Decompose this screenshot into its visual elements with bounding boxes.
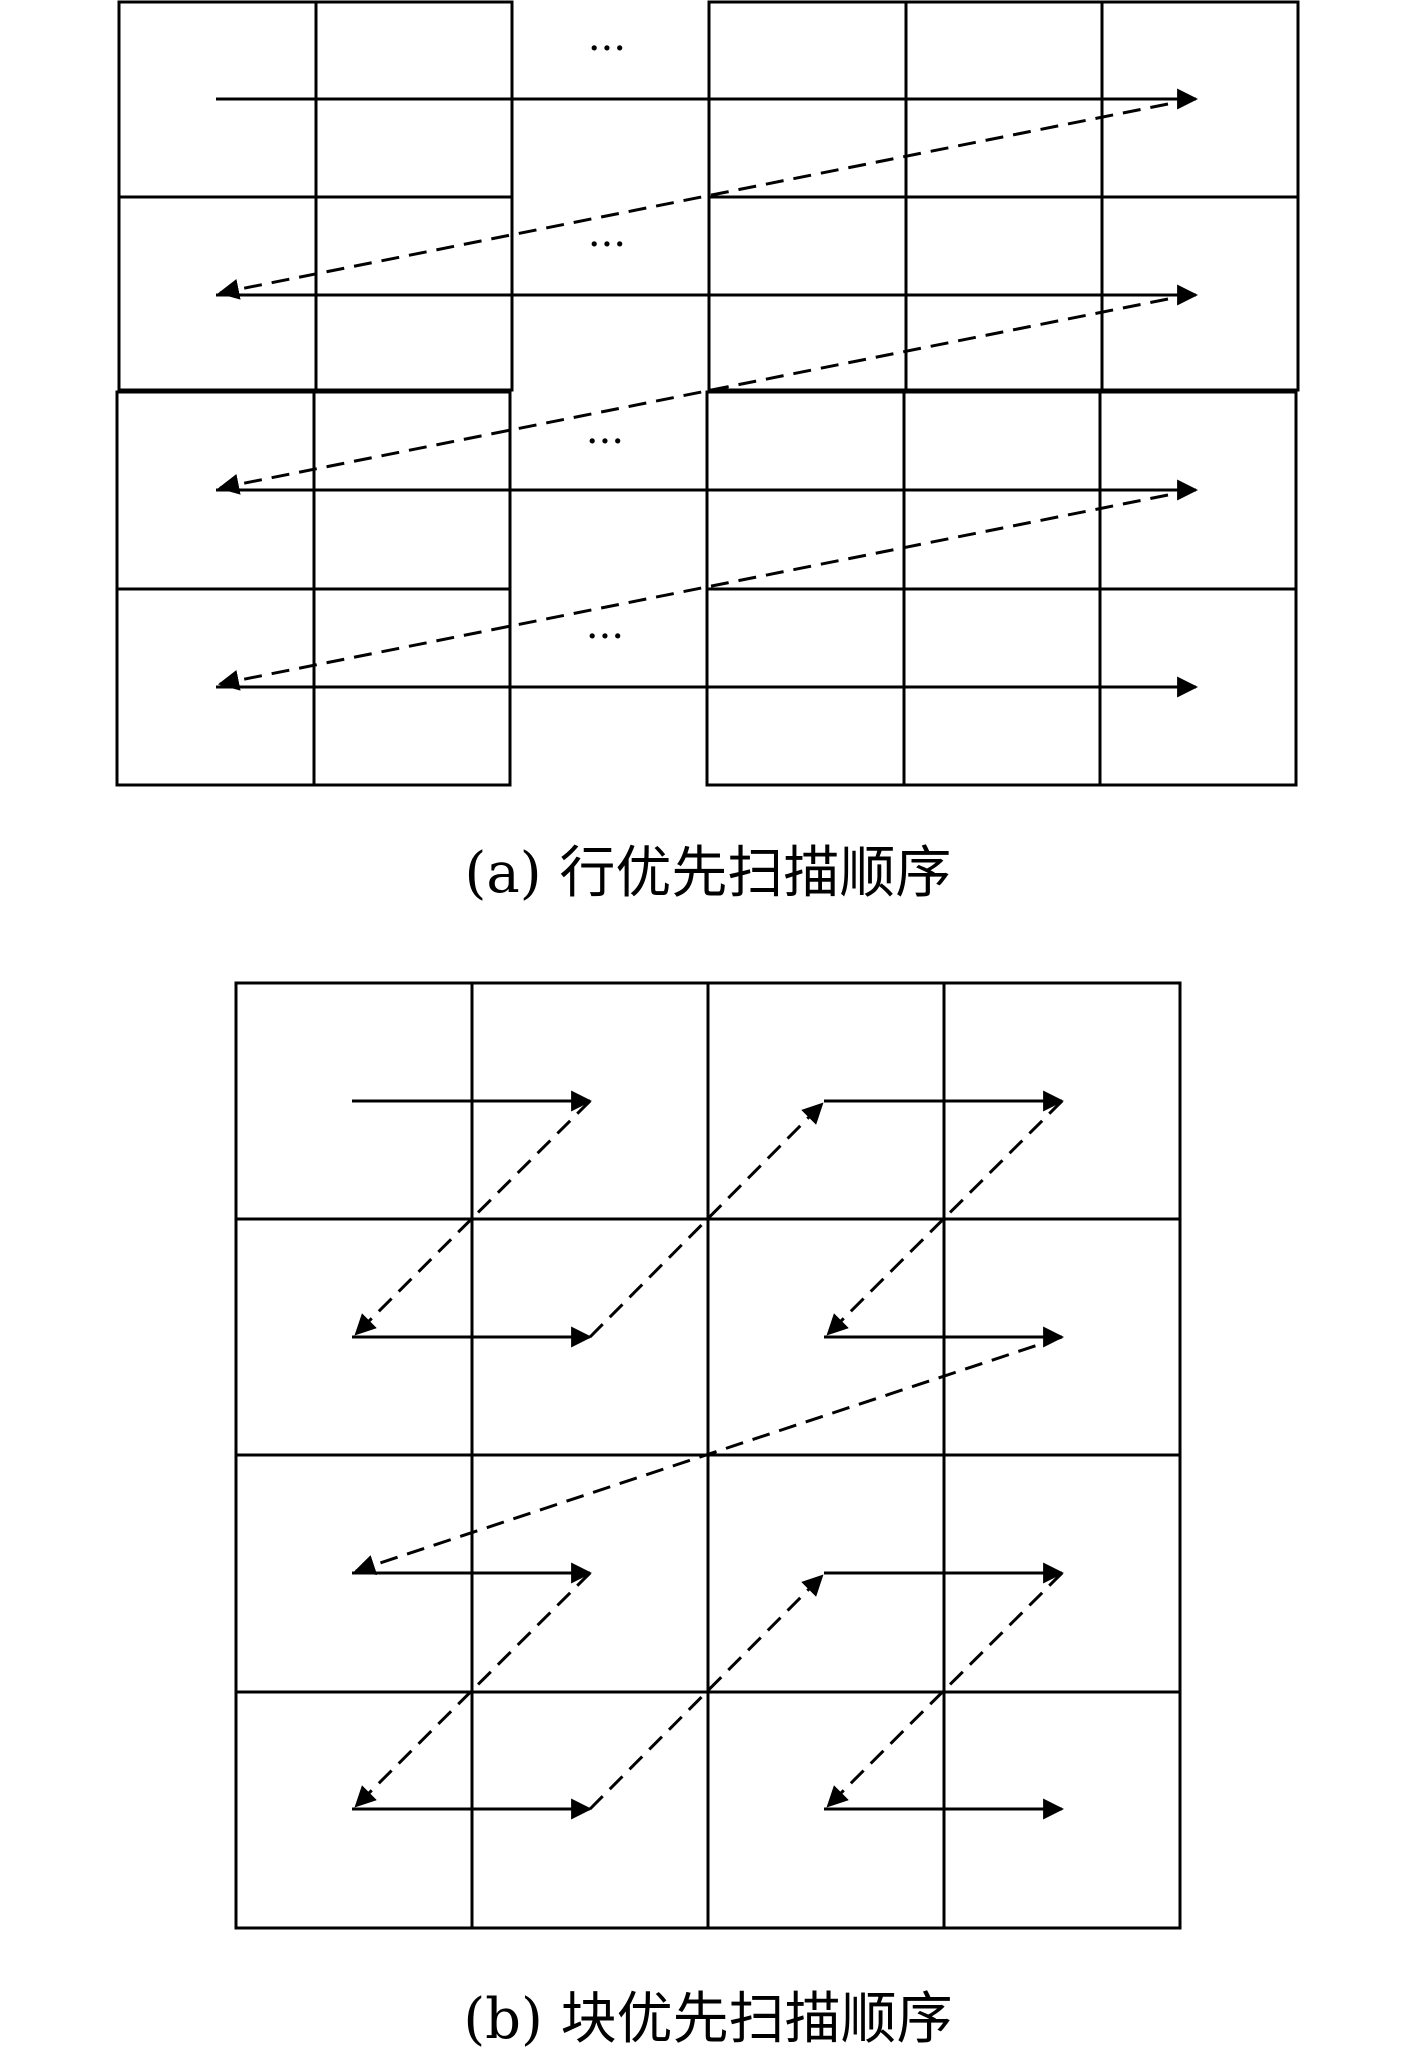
ellipsis-row-3: ··· bbox=[586, 419, 624, 465]
caption-a: (a) 行优先扫描顺序 bbox=[465, 841, 952, 906]
caption-b: (b) 块优先扫描顺序 bbox=[463, 1987, 952, 2052]
d-arrow-4 bbox=[354, 1335, 1063, 1576]
block-scan-diagonal-arrows bbox=[354, 1099, 1064, 1811]
return-arrow-2 bbox=[217, 297, 1169, 495]
diagram-b: (b) 块优先扫描顺序 bbox=[234, 981, 1182, 2052]
return-arrow-3 bbox=[217, 493, 1169, 691]
ellipsis-row-2: ··· bbox=[588, 222, 626, 268]
ellipsis-row-4: ··· bbox=[586, 614, 624, 660]
ellipsis-row-1: ··· bbox=[588, 26, 626, 72]
diagram-a-grid bbox=[115, 0, 1300, 787]
block-scan-horizontal-arrows bbox=[352, 1090, 1065, 1820]
diagram-a: ··· ··· ··· ··· (a) 行优先扫描顺序 bbox=[115, 0, 1300, 906]
return-arrow-1 bbox=[217, 102, 1169, 300]
